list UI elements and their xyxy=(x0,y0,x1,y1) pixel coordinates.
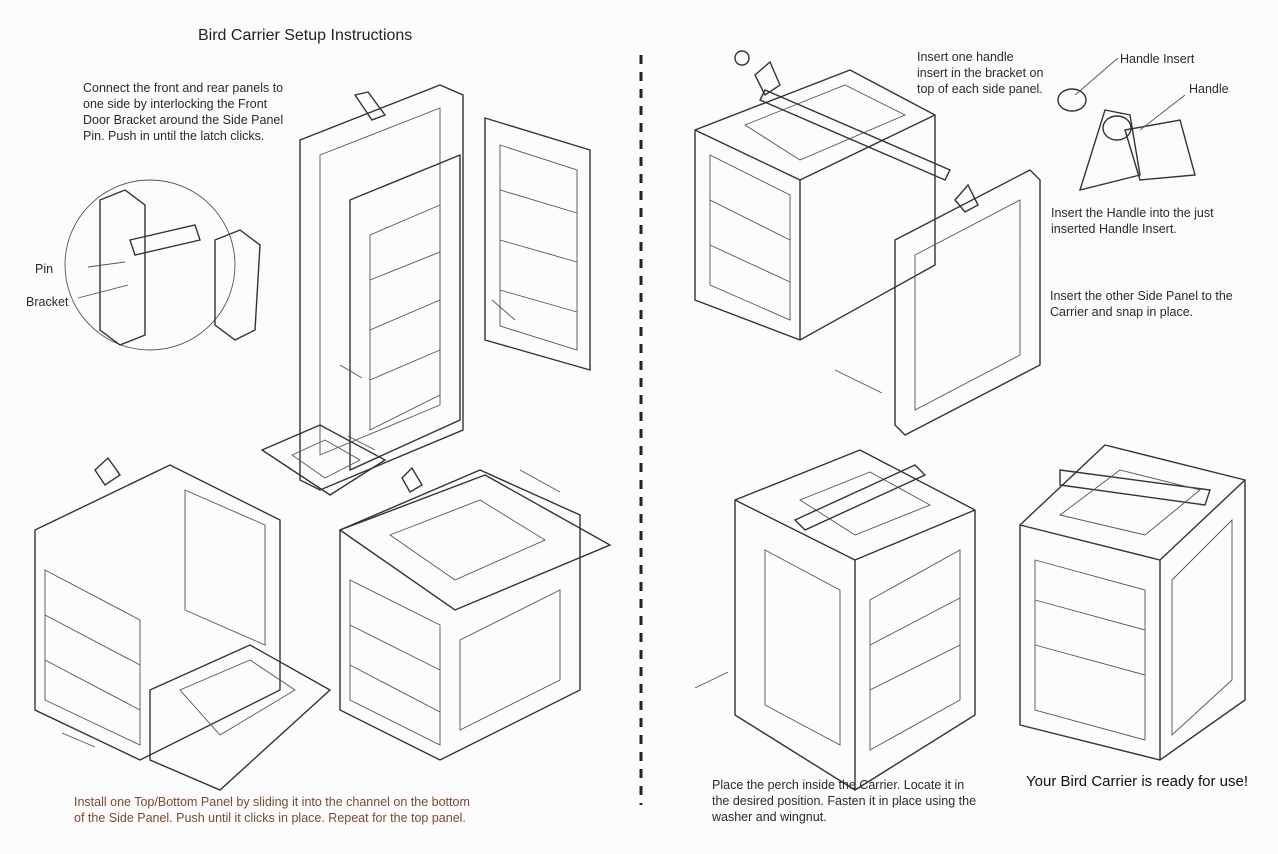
step3b-instructions: Insert the Handle into the just inserted… xyxy=(1051,206,1214,236)
frame-with-top-panel-illustration xyxy=(338,466,612,761)
step4-instructions: Place the perch inside the Carrier. Loca… xyxy=(712,778,977,824)
carrier-with-perch-illustration xyxy=(694,449,976,791)
step2-instructions: Install one Top/Bottom Panel by sliding … xyxy=(74,795,470,825)
step1-instructions: Connect the front and rear panels to one… xyxy=(83,81,284,143)
pin-bracket-detail-illustration xyxy=(64,179,261,351)
other-side-panel-illustration xyxy=(834,169,1041,436)
pin-label: Pin xyxy=(35,262,54,276)
channel-detail-illustration xyxy=(260,424,387,496)
rear-panel-illustration xyxy=(484,117,591,371)
frame-with-bottom-panel-illustration xyxy=(34,456,332,791)
carrier-with-handle-illustration xyxy=(694,50,951,341)
ready-message: Your Bird Carrier is ready for use! xyxy=(1026,773,1249,790)
side-panel-front-door-illustration xyxy=(299,84,464,491)
handle-insert-label: Handle Insert xyxy=(1120,52,1195,66)
finished-carrier-illustration xyxy=(1019,444,1246,761)
handle-insert-detail-illustration xyxy=(1057,57,1196,191)
step3c-instructions: Insert the other Side Panel to the Carri… xyxy=(1050,289,1233,319)
bracket-label: Bracket xyxy=(26,295,69,309)
page-title: Bird Carrier Setup Instructions xyxy=(198,27,413,44)
handle-label: Handle xyxy=(1189,82,1229,96)
step3a-instructions: Insert one handle insert in the bracket … xyxy=(917,50,1044,96)
